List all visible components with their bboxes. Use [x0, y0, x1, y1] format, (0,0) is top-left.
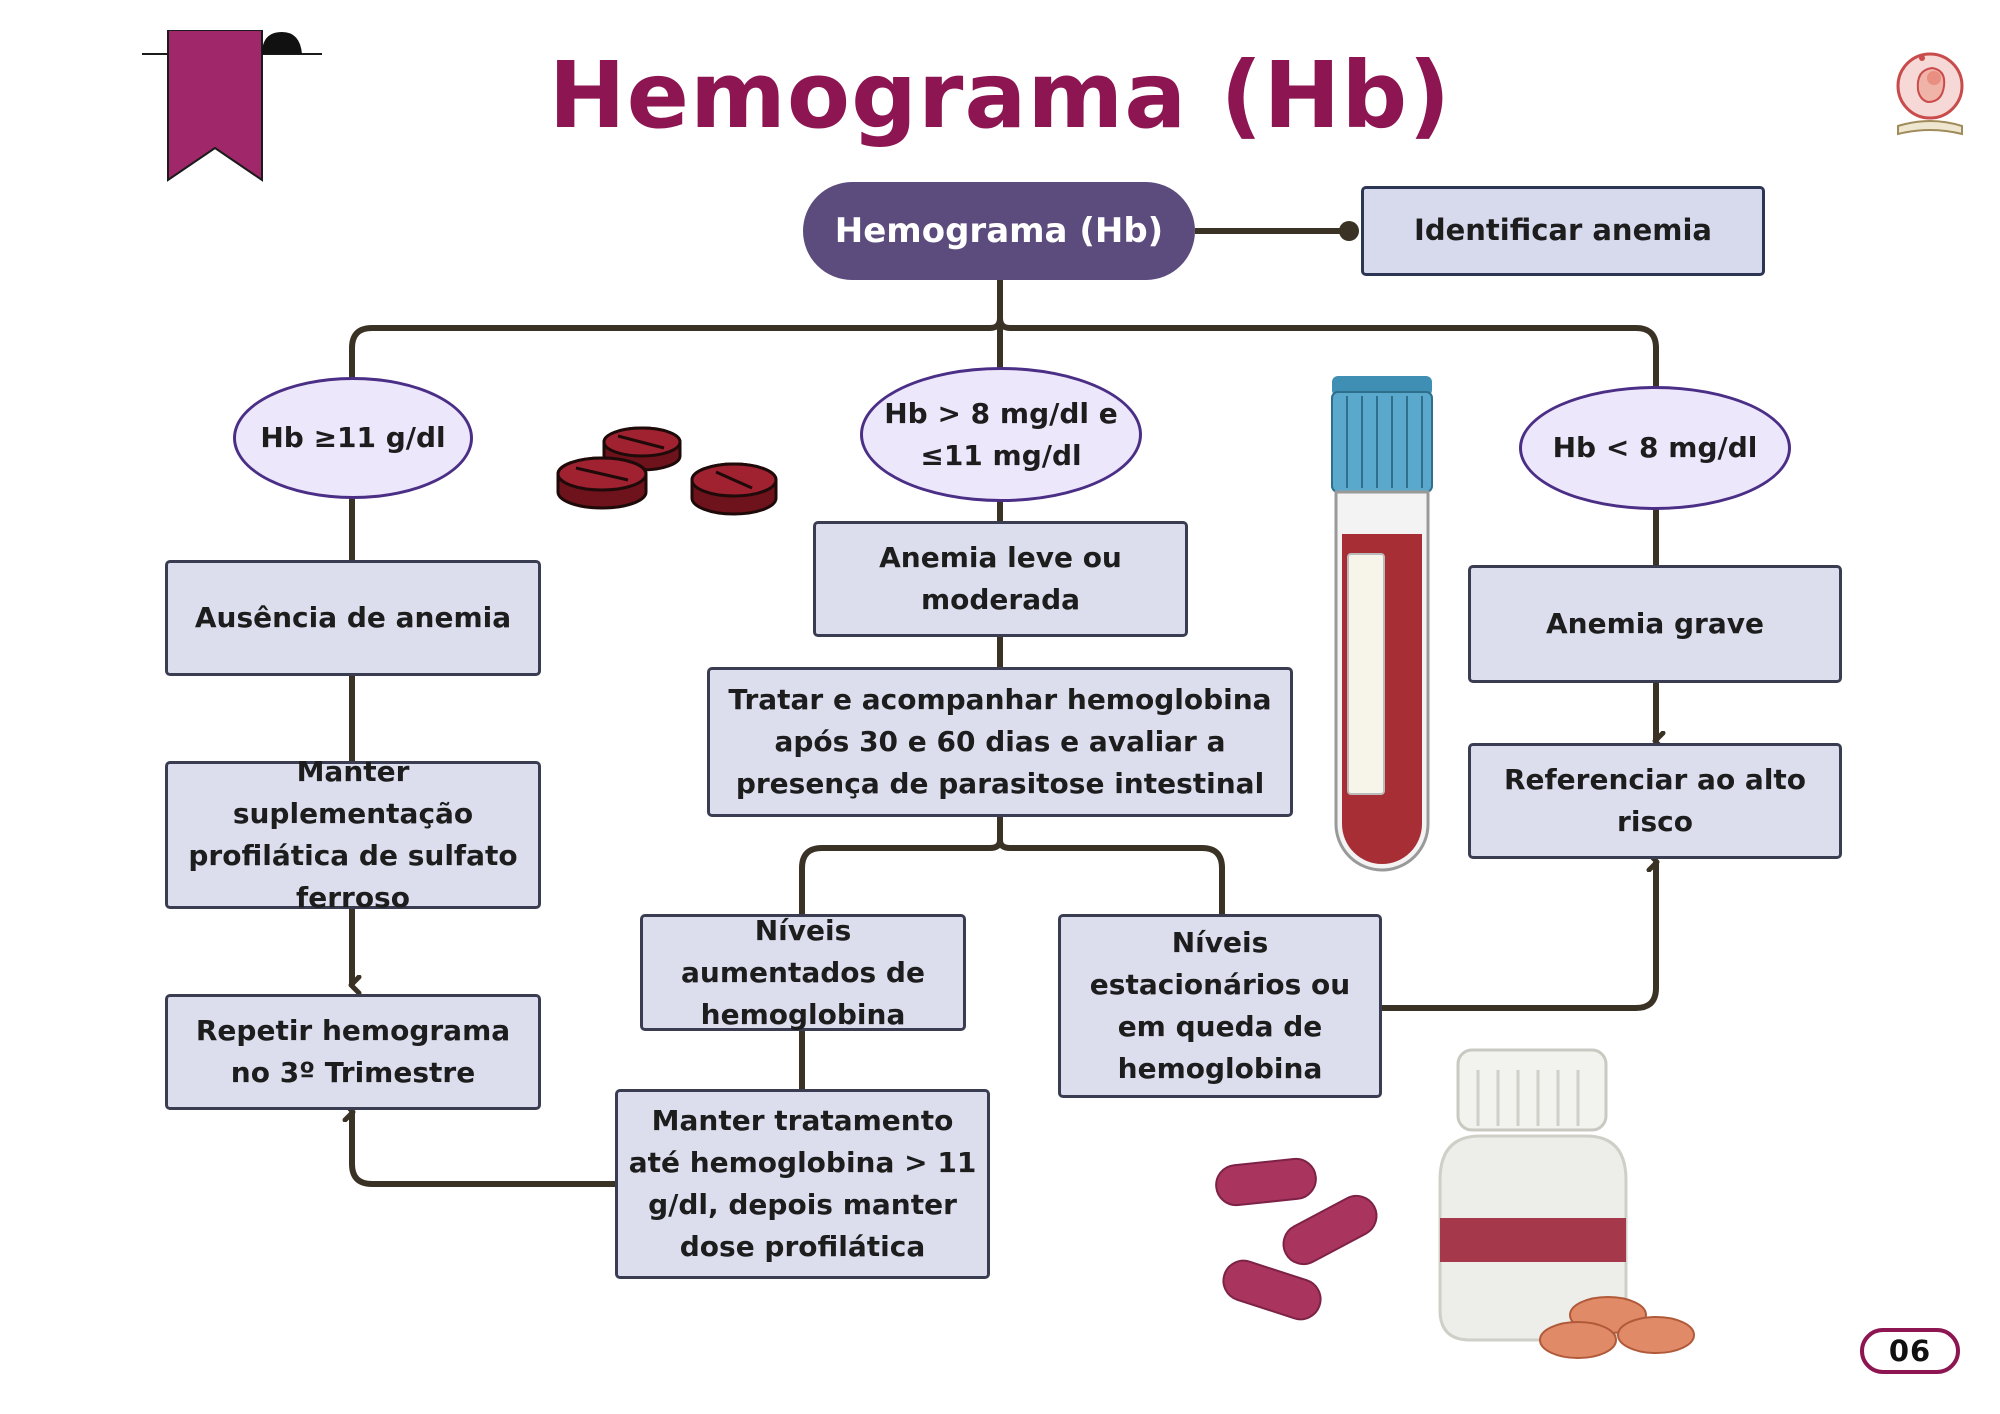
capsules-icon: [1215, 1157, 1378, 1321]
page-title: Hemograma (Hb): [548, 42, 1452, 149]
diagnosis-mild: Anemia leve ou moderada: [813, 521, 1188, 637]
pills-icon: [556, 426, 778, 516]
bookmark-icon: [142, 30, 322, 182]
logo-icon: [1896, 52, 1964, 136]
followup-normal: Repetir hemograma no 3º Trimestre: [165, 994, 541, 1110]
condition-normal: Hb ≥11 g/dl: [233, 377, 473, 499]
page-number: 06: [1860, 1328, 1960, 1374]
outcome-up: Níveis aumentados de hemoglobina: [640, 914, 966, 1031]
diagnosis-severe: Anemia grave: [1468, 565, 1842, 683]
action-severe: Referenciar ao alto risco: [1468, 743, 1842, 859]
outcome-up-action: Manter tratamento até hemoglobina > 11 g…: [615, 1089, 990, 1279]
diagnosis-normal: Ausência de anemia: [165, 560, 541, 676]
goal-box: Identificar anemia: [1361, 186, 1765, 276]
blood-tube-icon: [1331, 376, 1433, 872]
outcome-down: Níveis estacionários ou em queda de hemo…: [1058, 914, 1382, 1098]
condition-mild: Hb > 8 mg/dl e ≤11 mg/dl: [860, 367, 1142, 502]
action-mild: Tratar e acompanhar hemoglobina após 30 …: [707, 667, 1293, 817]
condition-severe: Hb < 8 mg/dl: [1519, 386, 1791, 510]
medicine-bottle-icon: [1438, 1048, 1695, 1359]
root-node: Hemograma (Hb): [803, 182, 1195, 280]
action-normal: Manter suplementação profilática de sulf…: [165, 755, 541, 914]
